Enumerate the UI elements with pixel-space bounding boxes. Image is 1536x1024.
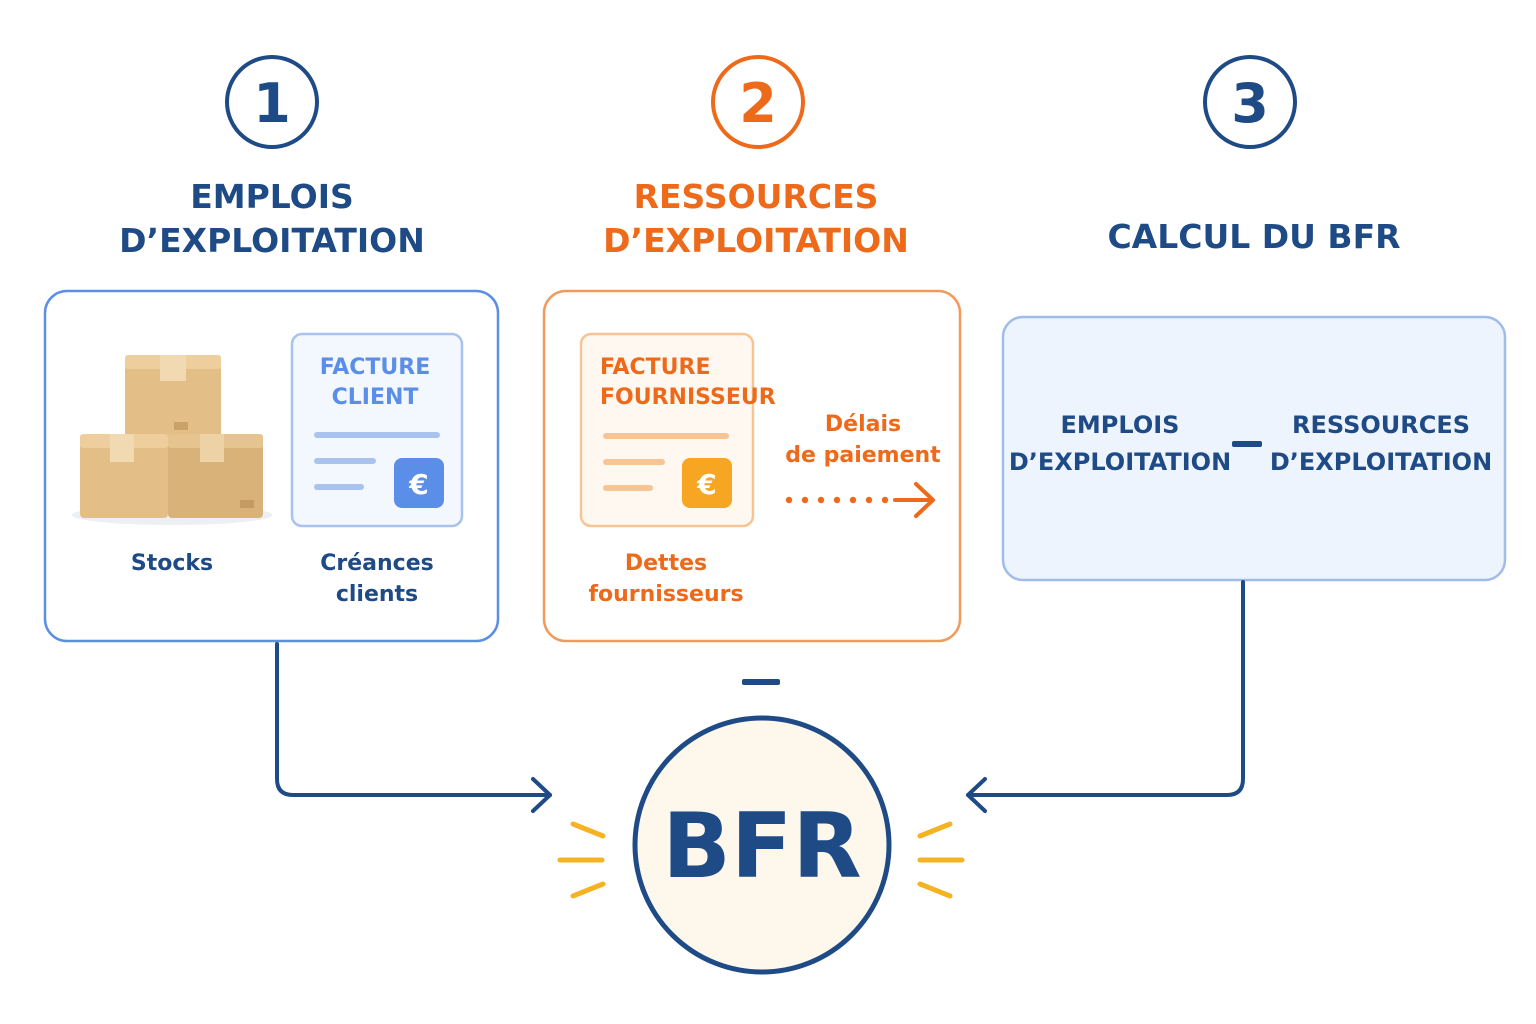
euro-icon: € (408, 468, 428, 501)
step2-number: 2 (739, 72, 777, 135)
sparkle-left-icon (557, 821, 606, 899)
bfr-result-circle (632, 715, 892, 975)
supplier-invoice-title-line1: FACTURE (600, 355, 711, 380)
stocks-label: Stocks (131, 551, 213, 576)
step2-number-circle (711, 55, 805, 149)
step1-number-circle (225, 55, 319, 149)
supplier-euro-badge (682, 458, 732, 508)
calc-minus-icon (1232, 441, 1262, 447)
payables-label-line2: fournisseurs (588, 582, 743, 607)
calc-resources-line1: RESSOURCES (1292, 411, 1470, 439)
step1-title-line2: D’EXPLOITATION (119, 221, 425, 260)
minus-sign-icon (742, 679, 780, 685)
payment-delay-label-line1: Délais (825, 412, 901, 437)
receivables-label-line1: Créances (320, 551, 433, 576)
calc-uses-line2: D’EXPLOITATION (1009, 448, 1231, 476)
step3-number: 3 (1231, 72, 1269, 135)
euro-icon-supplier: € (696, 468, 716, 501)
client-invoice-title-line2: CLIENT (332, 385, 419, 410)
client-invoice-title-line1: FACTURE (320, 355, 431, 380)
stock-boxes-icon (72, 355, 272, 525)
step2-title-line2: D’EXPLOITATION (603, 221, 909, 260)
step1-number: 1 (253, 72, 291, 135)
right-connector-arrow (966, 580, 1245, 813)
calc-uses-line1: EMPLOIS (1061, 411, 1180, 439)
bfr-result-label: BFR (662, 794, 861, 899)
step1-title-line1: EMPLOIS (190, 177, 354, 216)
step3-title: CALCUL DU BFR (1107, 217, 1400, 256)
receivables-label-line2: clients (336, 582, 418, 607)
supplier-invoice-title-line2: FOURNISSEUR (600, 385, 776, 410)
step3-number-circle (1203, 55, 1297, 149)
payment-delay-label-line2: de paiement (785, 443, 941, 468)
left-connector-arrow (275, 642, 552, 813)
sparkle-right-icon (917, 821, 965, 899)
step2-title-line1: RESSOURCES (634, 177, 879, 216)
payment-delay-arrow-icon (785, 482, 935, 518)
client-euro-badge (394, 458, 444, 508)
calculation-card (1001, 315, 1507, 582)
calc-resources-line2: D’EXPLOITATION (1270, 448, 1492, 476)
payables-label-line1: Dettes (625, 551, 707, 576)
